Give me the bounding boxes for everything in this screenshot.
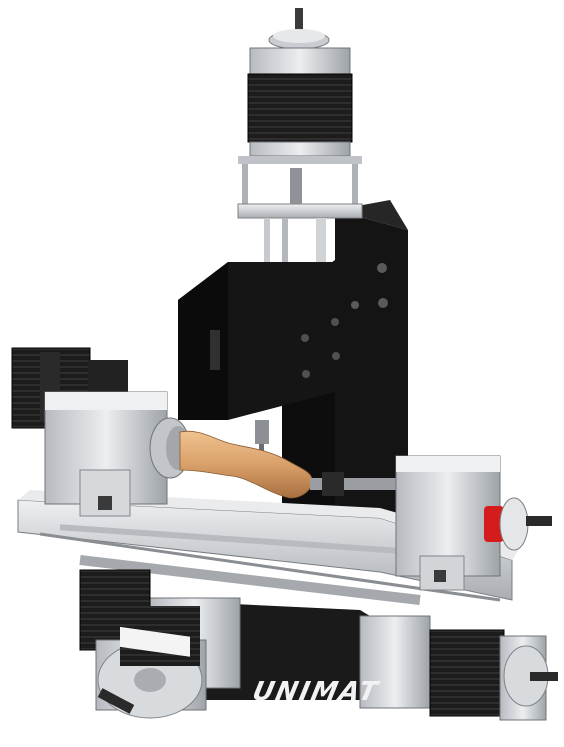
milling-head [178, 262, 340, 454]
tailstock [310, 455, 552, 591]
z-axis-motor [237, 8, 363, 298]
y-axis-motor-left [79, 569, 207, 719]
lathe-bed [17, 490, 520, 605]
x-axis-motor-right [429, 629, 558, 721]
brand-logo: UNIMAT [250, 677, 382, 707]
